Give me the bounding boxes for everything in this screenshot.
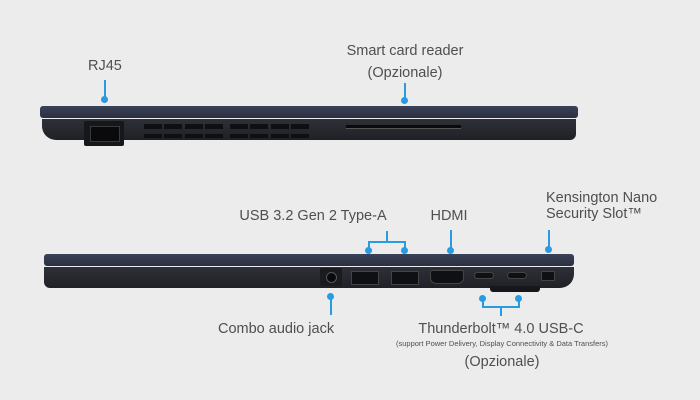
thunderbolt-callout-leg-1 bbox=[482, 299, 484, 307]
thunderbolt-optional-label: (Opzionale) bbox=[464, 354, 540, 370]
audio-jack-callout-line bbox=[330, 297, 332, 315]
usb-c-port-1 bbox=[474, 272, 494, 279]
kensington-callout-dot bbox=[545, 246, 552, 253]
laptop-base bbox=[44, 267, 574, 288]
smart-card-callout-dot bbox=[401, 97, 408, 104]
thunderbolt-callout-dot-2 bbox=[515, 295, 522, 302]
smart-card-optional-label: (Opzionale) bbox=[367, 65, 443, 81]
laptop-lid bbox=[44, 254, 574, 266]
rj45-port bbox=[84, 121, 124, 146]
usb-a-port-2 bbox=[391, 271, 419, 285]
usb-callout-leg-1 bbox=[368, 241, 370, 248]
thunderbolt-callout-leg-2 bbox=[518, 299, 520, 307]
usb-callout-leg-2 bbox=[404, 241, 406, 248]
laptop-lid bbox=[40, 106, 578, 118]
thunderbolt-label: Thunderbolt™ 4.0 USB-C bbox=[418, 321, 584, 337]
smart-card-slot bbox=[346, 125, 461, 129]
kensington-label-line1: Kensington Nano bbox=[546, 190, 658, 206]
usb-callout-stem bbox=[386, 231, 388, 241]
usb-a-port-1 bbox=[351, 271, 379, 285]
rj45-callout-dot bbox=[101, 96, 108, 103]
usb-callout-bracket bbox=[368, 241, 406, 243]
hdmi-label: HDMI bbox=[430, 208, 468, 224]
hdmi-callout-line bbox=[450, 230, 452, 248]
audio-jack-label: Combo audio jack bbox=[218, 321, 335, 337]
kensington-callout-line bbox=[548, 230, 550, 247]
rj45-label: RJ45 bbox=[88, 58, 122, 74]
smart-card-callout-line bbox=[404, 83, 406, 99]
usb-callout-dot-2 bbox=[401, 247, 408, 254]
audio-jack-port bbox=[320, 268, 342, 286]
kensington-slot bbox=[541, 271, 555, 281]
laptop-foot bbox=[490, 286, 540, 292]
hdmi-port bbox=[430, 270, 464, 284]
audio-jack-callout-dot bbox=[327, 293, 334, 300]
rj45-callout-line bbox=[104, 80, 106, 98]
thunderbolt-callout-dot-1 bbox=[479, 295, 486, 302]
usb-callout-dot-1 bbox=[365, 247, 372, 254]
thunderbolt-callout-stem bbox=[500, 306, 502, 316]
smart-card-reader-label: Smart card reader bbox=[346, 43, 464, 59]
kensington-label-line2: Security Slot™ bbox=[546, 206, 642, 222]
usb-c-port-2 bbox=[507, 272, 527, 279]
hdmi-callout-dot bbox=[447, 247, 454, 254]
usb-type-a-label: USB 3.2 Gen 2 Type-A bbox=[239, 208, 387, 224]
thunderbolt-note: (support Power Delivery, Display Connect… bbox=[395, 339, 609, 348]
